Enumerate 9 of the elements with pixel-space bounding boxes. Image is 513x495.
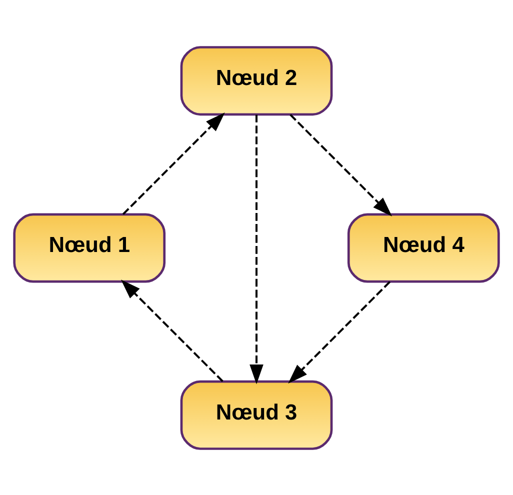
arrow <box>288 280 391 384</box>
arrow <box>120 279 224 382</box>
node-box: Nœud 2 <box>180 46 333 116</box>
node-box: Nœud 4 <box>347 212 500 282</box>
node-box: Nœud 3 <box>180 380 333 450</box>
arrow <box>250 114 264 384</box>
arrow <box>122 112 225 214</box>
arrow <box>290 113 392 216</box>
node-box: Nœud 1 <box>13 212 166 282</box>
